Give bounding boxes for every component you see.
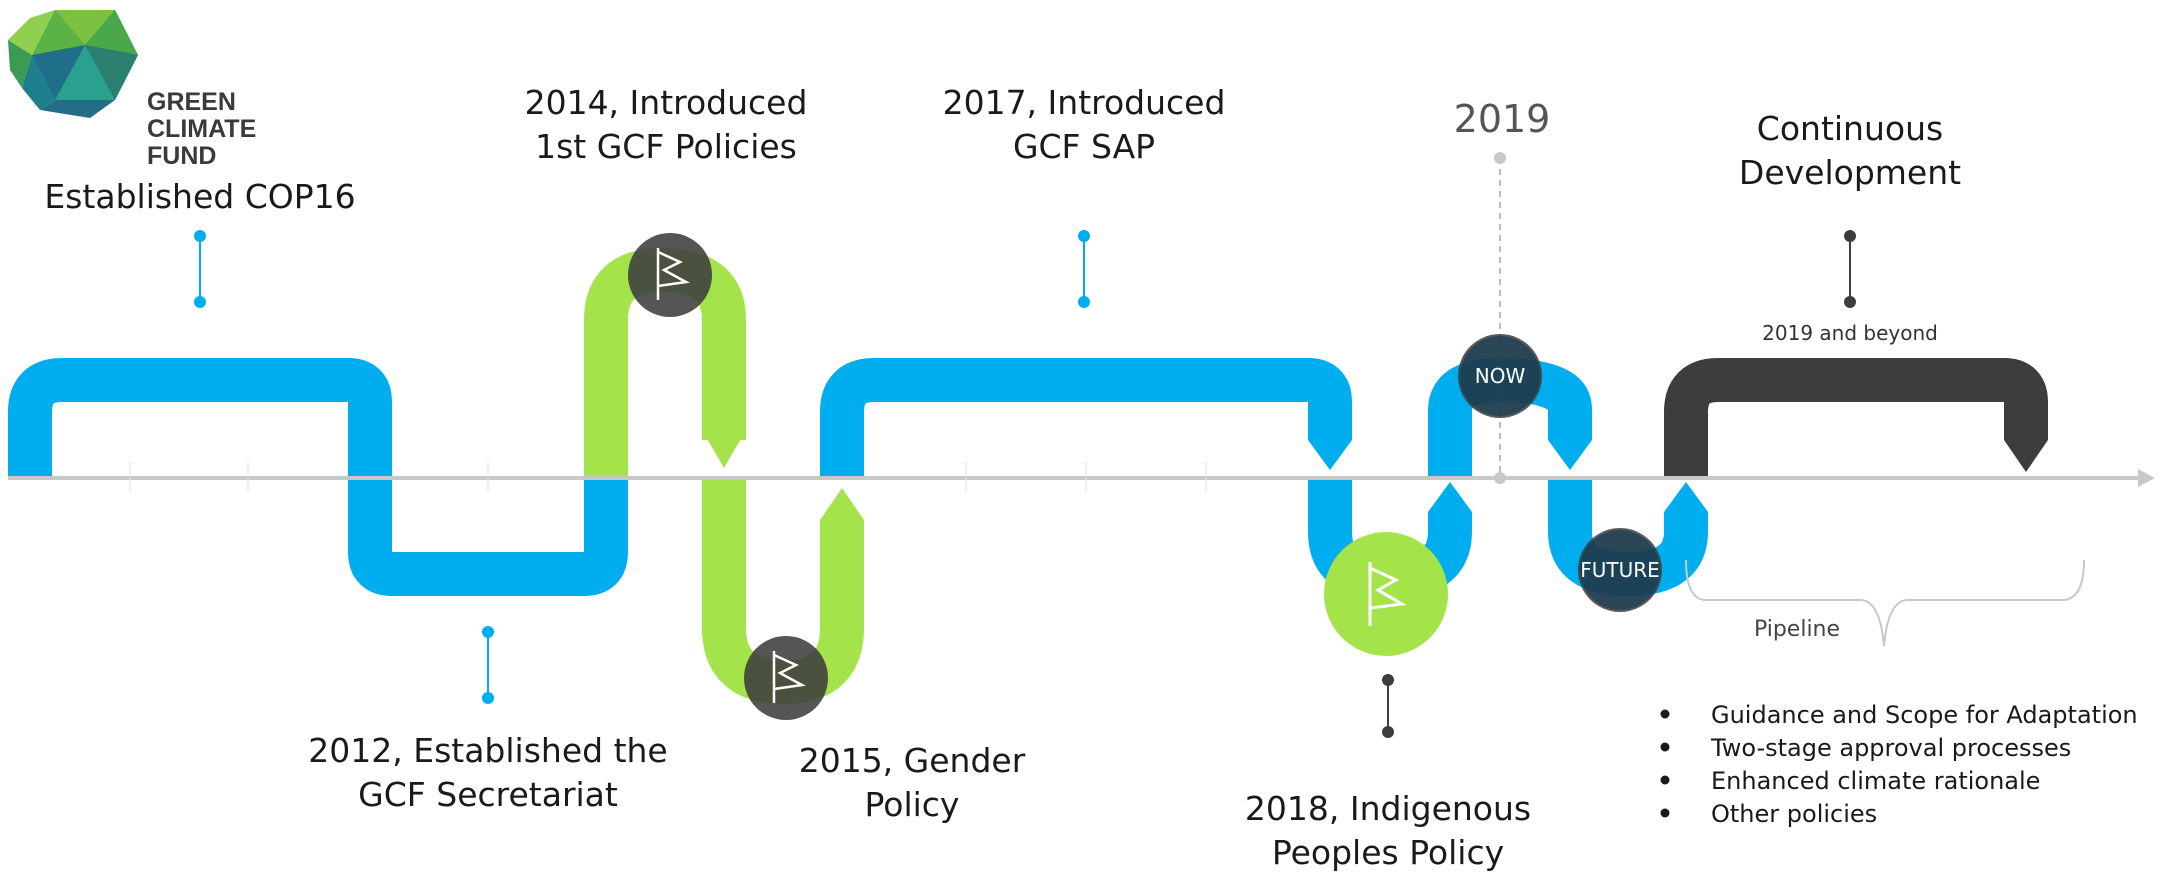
now-label: NOW (1475, 364, 1526, 388)
logo-text-green: GREEN (147, 88, 236, 116)
pipeline-label: Pipeline (1754, 617, 1840, 642)
milestone-continuous-line2: Development (1739, 153, 1961, 192)
svg-text:Two-stage approval processes: Two-stage approval processes (1710, 734, 2071, 762)
pipeline-brace (1685, 559, 2085, 647)
flag-icon (1368, 562, 1407, 626)
svg-text:Enhanced climate rationale: Enhanced climate rationale (1711, 767, 2040, 795)
timeline-axis (8, 462, 2155, 492)
bullet-icon (1660, 709, 1670, 719)
bullet-icon (1660, 808, 1670, 818)
future-marker: FUTURE (1578, 528, 1662, 612)
milestone-2014-line2: 1st GCF Policies (535, 127, 797, 166)
milestone-2015-line1: 2015, Gender (799, 741, 1026, 780)
logo-text-fund: FUND (147, 142, 216, 170)
axis-arrow-icon (2138, 469, 2155, 487)
future-label: FUTURE (1580, 558, 1660, 582)
milestone-2018-line1: 2018, Indigenous (1245, 789, 1531, 828)
bullet-icon (1660, 742, 1670, 752)
milestone-2019-label: 2019 (1454, 97, 1551, 141)
milestone-cop16-label: Established COP16 (44, 177, 355, 216)
milestone-continuous-line1: Continuous (1757, 109, 1943, 148)
milestone-continuous-sub: 2019 and beyond (1762, 321, 1938, 345)
gcf-logo: GREEN CLIMATE FUND (8, 10, 256, 170)
milestone-2017-line2: GCF SAP (1013, 127, 1155, 166)
now-marker: NOW (1458, 334, 1542, 418)
list-item: Two-stage approval processes (1660, 734, 2071, 762)
flag-badge-2018 (1324, 532, 1448, 656)
pin-cop16 (194, 230, 206, 308)
flag-icon (772, 651, 806, 703)
flag-badge-2015 (744, 636, 828, 720)
segment-pipeline (1664, 358, 2048, 478)
milestone-secretariat-line1: 2012, Established the (308, 731, 667, 770)
pin-sap (1078, 230, 1090, 308)
bullet-icon (1660, 775, 1670, 785)
list-item: Enhanced climate rationale (1660, 767, 2040, 795)
segment-2017 (820, 358, 1352, 478)
milestone-2015-line2: Policy (865, 785, 960, 824)
milestone-2017-line1: 2017, Introduced (943, 83, 1226, 122)
milestone-2018-line2: Peoples Policy (1272, 833, 1504, 872)
milestone-2014-line1: 2014, Introduced (525, 83, 808, 122)
svg-text:Other policies: Other policies (1711, 800, 1877, 828)
milestone-secretariat-line2: GCF Secretariat (358, 775, 618, 814)
pin-2019 (1494, 152, 1506, 484)
list-item: Guidance and Scope for Adaptation (1660, 701, 2138, 729)
segment-2010-2012 (8, 358, 392, 478)
pin-secretariat (482, 626, 494, 704)
list-item: Other policies (1660, 800, 1877, 828)
logo-text-climate: CLIMATE (147, 115, 256, 143)
globe-icon (8, 10, 138, 118)
pipeline-list: Guidance and Scope for Adaptation Two-st… (1660, 701, 2138, 828)
flag-badge-2014 (628, 233, 712, 317)
flag-icon (656, 248, 690, 300)
svg-text:Guidance and Scope for Adaptat: Guidance and Scope for Adaptation (1711, 701, 2138, 729)
pin-continuous (1844, 230, 1856, 308)
pin-indigenous (1382, 674, 1394, 738)
segment-2012-2014 (348, 478, 628, 596)
